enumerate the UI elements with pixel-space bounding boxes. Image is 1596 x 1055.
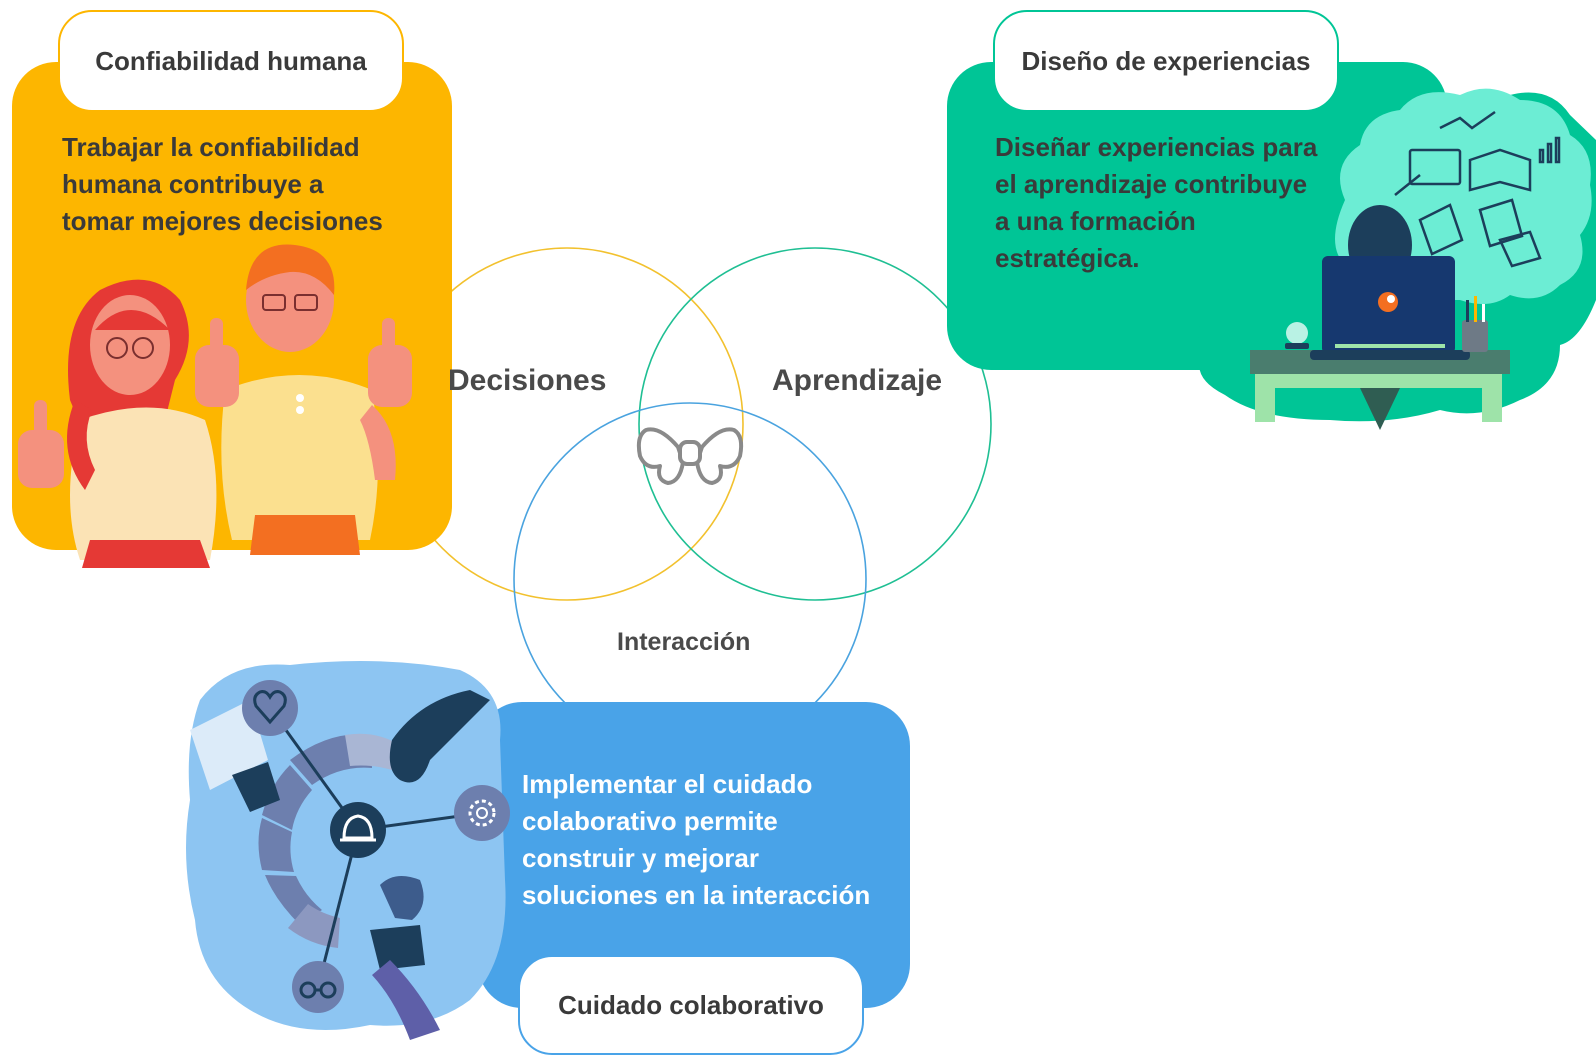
- card-text-line: construir y mejorar: [522, 843, 759, 873]
- card-diseno-text: Diseñar experiencias para el aprendizaje…: [995, 129, 1355, 277]
- card-confiabilidad-text: Trabajar la confiabilidad humana contrib…: [62, 129, 442, 240]
- card-text-line: colaborativo permite: [522, 806, 778, 836]
- card-text-line: tomar mejores decisiones: [62, 206, 383, 236]
- card-text-line: el aprendizaje contribuye: [995, 169, 1308, 199]
- card-cuidado-text: Implementar el cuidado colaborativo perm…: [522, 766, 902, 914]
- glasses-icon: [292, 961, 344, 1013]
- venn-circle-aprendizaje: [638, 247, 992, 601]
- card-text-line: soluciones en la interacción: [522, 880, 871, 910]
- venn-label-interaccion: Interacción: [617, 628, 751, 656]
- pill-title-confiabilidad: Confiabilidad humana: [58, 10, 404, 112]
- hard-hat-icon: [330, 802, 386, 858]
- card-text-line: Trabajar la confiabilidad: [62, 132, 360, 162]
- card-text-line: estratégica.: [995, 243, 1140, 273]
- card-text-line: humana contribuye a: [62, 169, 324, 199]
- venn-label-aprendizaje: Aprendizaje: [772, 364, 943, 397]
- card-text-line: a una formación: [995, 206, 1196, 236]
- gear-icon: [454, 785, 510, 841]
- heart-icon: [242, 680, 298, 736]
- venn-label-decisiones: Decisiones: [448, 364, 607, 397]
- card-text-line: Diseñar experiencias para: [995, 132, 1318, 162]
- pill-title-diseno: Diseño de experiencias: [993, 10, 1339, 112]
- card-text-line: Implementar el cuidado: [522, 769, 813, 799]
- pill-title-cuidado: Cuidado colaborativo: [518, 955, 864, 1055]
- laptop-logo-icon: [1378, 292, 1398, 312]
